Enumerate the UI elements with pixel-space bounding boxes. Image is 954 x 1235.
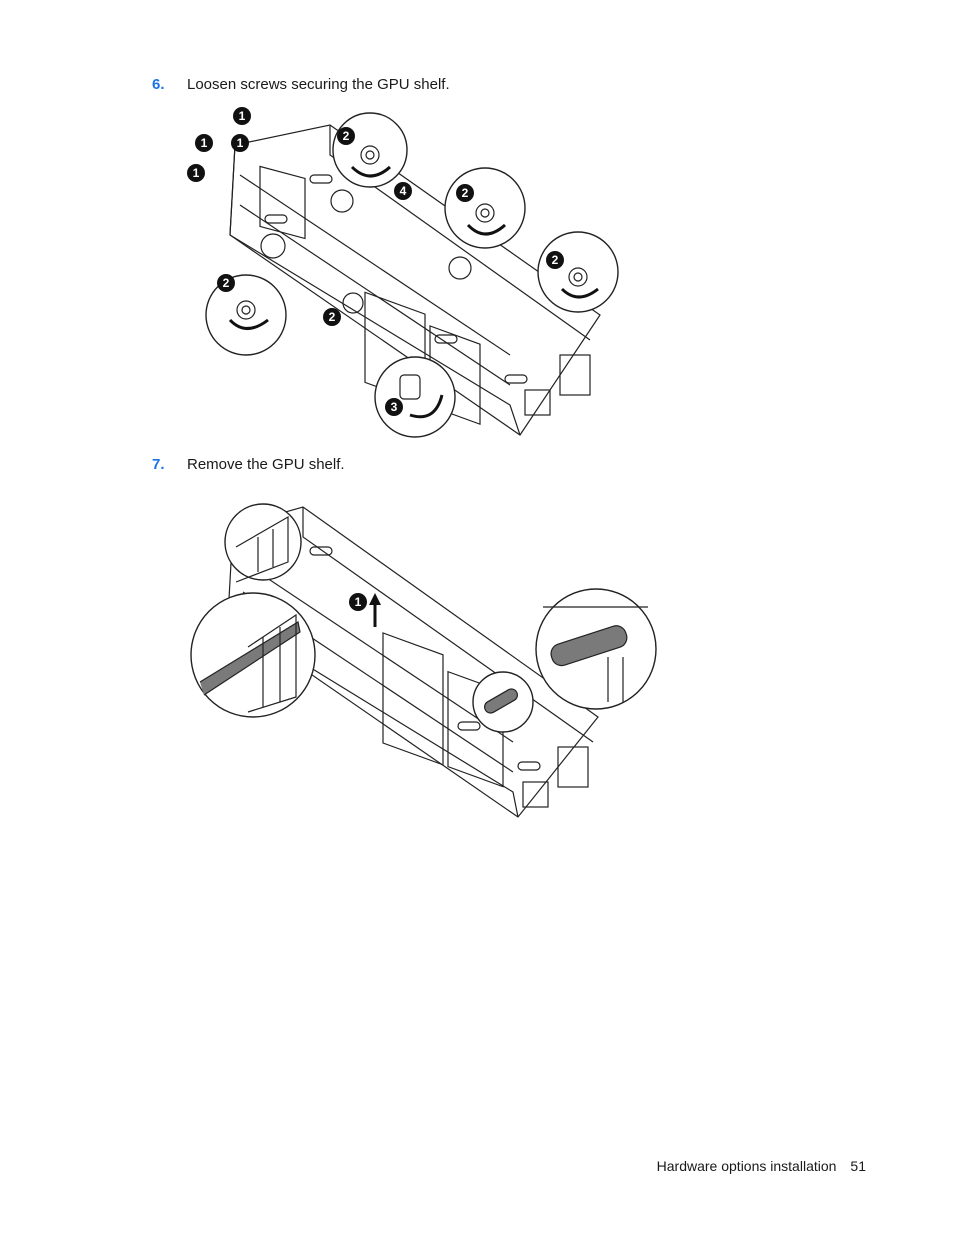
zoom-circle-4	[205, 274, 287, 356]
step-6: 6. Loosen screws securing the GPU shelf.	[152, 76, 450, 93]
step-text: Remove the GPU shelf.	[187, 456, 345, 473]
callout-label: 2	[329, 310, 336, 324]
step-7: 7. Remove the GPU shelf.	[152, 456, 345, 473]
callout-label: 1	[201, 136, 208, 150]
callout-label: 2	[343, 129, 350, 143]
callout-label: 2	[223, 276, 230, 290]
chassis-diagram-2: 1	[190, 503, 657, 818]
step-number: 7.	[152, 456, 165, 473]
zoom-circle-1	[332, 112, 408, 188]
callout-label: 1	[239, 109, 246, 123]
zoom-circle-5	[374, 356, 456, 438]
callout-label: 1	[355, 595, 362, 609]
step-number: 6.	[152, 76, 165, 93]
callout-badges: 1 1 1 1 2 2 2 2 2 3 4	[187, 107, 564, 416]
callout-label: 2	[462, 186, 469, 200]
callout-badge	[349, 593, 367, 611]
callout-label: 3	[391, 400, 398, 414]
zoom-circle-2	[444, 167, 526, 249]
zoom-circle-handle	[472, 671, 534, 733]
callout-label: 2	[552, 253, 559, 267]
callout-label: 4	[400, 184, 407, 198]
callout-label: 1	[193, 166, 200, 180]
zoom-circle-top-left	[224, 503, 302, 583]
zoom-circle-bottom-left	[190, 592, 316, 718]
callout-label: 1	[237, 136, 244, 150]
chassis-diagram-1: 1 1 1 1 2 2 2 2 2 3 4	[187, 107, 619, 438]
page-footer: Hardware options installation 51	[657, 1158, 866, 1174]
zoom-circle-3	[537, 231, 619, 313]
figure-loosen-screws: 1 1 1 1 2 2 2 2 2 3 4	[180, 105, 630, 440]
step-text: Loosen screws securing the GPU shelf.	[187, 76, 450, 93]
footer-section-title: Hardware options installation	[656, 1158, 837, 1174]
page-number: 51	[850, 1158, 866, 1174]
figure-remove-gpu-shelf: 1	[188, 497, 658, 822]
zoom-circle-right	[535, 588, 657, 710]
